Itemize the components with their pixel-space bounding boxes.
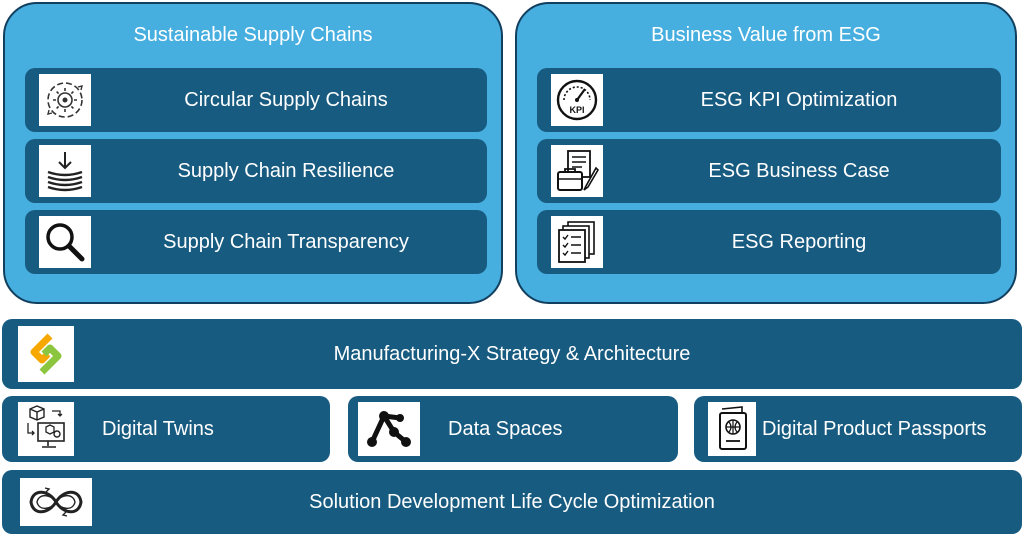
digital-twins-row[interactable]: Digital Twins: [2, 396, 330, 462]
report-checklist-icon: [551, 216, 603, 268]
kpi-icon-text: KPI: [569, 105, 584, 115]
circular-gear-icon: [39, 74, 91, 126]
business-panel-title: Business Value from ESG: [651, 24, 881, 46]
supply-chain-transparency-label: Supply Chain Transparency: [163, 230, 409, 253]
network-nodes-icon: [358, 402, 420, 456]
layers-arrow-icon: [39, 145, 91, 197]
data-spaces-row[interactable]: Data Spaces: [348, 396, 678, 462]
supply-chain-resilience-label: Supply Chain Resilience: [177, 159, 395, 182]
esg-business-case-label: ESG Business Case: [708, 159, 890, 182]
circular-supply-chains-label: Circular Supply Chains: [184, 88, 388, 111]
briefcase-document-icon: [551, 145, 603, 197]
sustainable-panel-title: Sustainable Supply Chains: [133, 24, 373, 46]
esg-business-case-row[interactable]: ESG Business Case: [537, 139, 1001, 203]
lifecycle-label: Solution Development Life Cycle Optimiza…: [309, 490, 715, 513]
infinity-loop-icon: [20, 478, 92, 526]
esg-kpi-optimization-label: ESG KPI Optimization: [700, 88, 898, 111]
digital-product-passports-label: Digital Product Passports: [762, 417, 987, 440]
esg-reporting-label: ESG Reporting: [731, 230, 867, 253]
digital-twins-label: Digital Twins: [102, 417, 214, 440]
sustainable-supply-chains-panel: Sustainable Supply Chains Circular Suppl…: [3, 2, 503, 304]
digital-product-passports-row[interactable]: Digital Product Passports: [694, 396, 1022, 462]
manufacturing-x-logo: [18, 326, 74, 382]
magnifier-icon: [39, 216, 91, 268]
kpi-gauge-icon: KPI: [551, 74, 603, 126]
passport-icon: [708, 402, 756, 456]
esg-reporting-row[interactable]: ESG Reporting: [537, 210, 1001, 274]
supply-chain-transparency-row[interactable]: Supply Chain Transparency: [25, 210, 487, 274]
manufacturing-x-row[interactable]: Manufacturing-X Strategy & Architecture: [2, 319, 1022, 389]
business-value-panel: Business Value from ESG KPI ESG KPI Opti…: [515, 2, 1017, 304]
manufacturing-x-label: Manufacturing-X Strategy & Architecture: [333, 342, 691, 365]
data-spaces-label: Data Spaces: [448, 417, 563, 440]
lifecycle-row[interactable]: Solution Development Life Cycle Optimiza…: [2, 470, 1022, 534]
supply-chain-resilience-row[interactable]: Supply Chain Resilience: [25, 139, 487, 203]
esg-kpi-optimization-row[interactable]: KPI ESG KPI Optimization: [537, 68, 1001, 132]
circular-supply-chains-row[interactable]: Circular Supply Chains: [25, 68, 487, 132]
digital-twin-icon: [18, 402, 74, 456]
